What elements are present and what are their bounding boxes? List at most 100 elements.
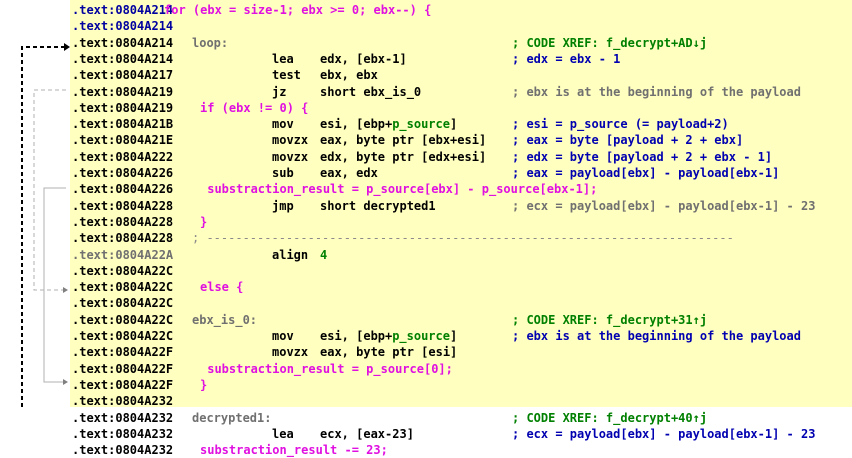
loop-arrow-head — [64, 43, 70, 51]
instruction-mnemonic: movzx — [272, 149, 309, 164]
line-address: .text:0804A214 — [72, 19, 174, 34]
instruction-mnemonic: mov — [272, 117, 294, 132]
loop-back-arrow — [21, 46, 66, 407]
listing-line[interactable]: .text:0804A228} — [72, 214, 850, 230]
arrow-gutter — [0, 0, 70, 407]
jz-arrow-head — [63, 287, 68, 293]
listing-line[interactable]: .text:0804A226 substraction_result = p_s… — [72, 181, 850, 197]
listing-line[interactable]: .text:0804A214 lea edx, [ebx-1] ; edx = ebx… — [72, 51, 850, 67]
instruction-operands-end: ] — [449, 117, 458, 132]
line-address: .text:0804A214 — [72, 35, 174, 50]
line-address: .text:0804A228 — [72, 198, 174, 213]
line-address: .text:0804A22F — [72, 361, 174, 376]
line-address: .text:0804A21E — [72, 133, 174, 148]
instruction-operands: eax, edx — [320, 166, 378, 180]
line-address: .text:0804A217 — [72, 68, 174, 83]
line-comment: ; eax = payload[ebx] - payload[ebx-1] — [512, 166, 780, 180]
instruction-operands-end: ] — [449, 329, 458, 343]
listing-line[interactable]: .text:0804A22C else { — [72, 279, 850, 295]
instruction-mnemonic: lea — [272, 51, 294, 66]
line-comment: ; edx = ebx - 1 — [512, 51, 621, 66]
operand-symbol: p_source — [392, 117, 450, 132]
listing-line[interactable]: .text:0804A219 if (ebx != 0) { — [72, 100, 850, 116]
instruction-mnemonic: sub — [272, 166, 294, 180]
pseudocode-annotation: substraction_result -= 23; — [200, 443, 388, 458]
instruction-mnemonic: movzx — [272, 133, 309, 148]
line-address: .text:0804A228 — [72, 231, 174, 246]
line-address: .text:0804A21B — [72, 117, 174, 132]
pseudocode-annotation: for (ebx = size-1; ebx >= 0; ebx--) { — [164, 3, 432, 17]
instruction-operands: eax, byte ptr [esi] — [320, 345, 458, 360]
instruction-mnemonic: test — [272, 68, 301, 83]
instruction-operands: short ebx_is_0 — [320, 84, 422, 99]
line-address: .text:0804A22C — [72, 280, 174, 295]
instruction-operands: eax, byte ptr [ebx+esi] — [320, 133, 487, 148]
instruction-operands: edx, [ebx-1] — [320, 51, 407, 66]
listing-line[interactable]: .text:0804A22C — [72, 263, 850, 279]
listing-line[interactable]: .text:0804A222 movzx edx, byte ptr [edx+es… — [72, 149, 850, 165]
listing-line[interactable]: .text:0804A219 jz short ebx_is_0 ; ebx is a… — [72, 84, 850, 100]
line-comment: ; eax = byte [payload + 2 + ebx] — [512, 133, 744, 148]
operand-symbol: p_source — [392, 329, 450, 343]
pseudocode-annotation: else { — [200, 280, 244, 295]
line-address: .text:0804A226 — [72, 182, 174, 197]
line-comment: ; CODE XREF: f_decrypt+31↑j — [512, 312, 708, 327]
line-address: .text:0804A214 — [72, 51, 174, 66]
line-address: .text:0804A228 — [72, 214, 174, 229]
listing-line[interactable]: .text:0804A22F substraction_result = p_s… — [72, 361, 850, 377]
listing-line[interactable]: .text:0804A21E movzx eax, byte ptr [ebx+es… — [72, 132, 850, 148]
instruction-operands: short decrypted1 — [320, 198, 436, 213]
line-address: .text:0804A219 — [72, 84, 174, 99]
flow-arrows — [21, 43, 70, 407]
pseudocode-annotation: substraction_result = p_source[ebx] - p_… — [200, 182, 598, 197]
line-address: .text:0804A22F — [72, 377, 174, 392]
line-comment: ; ebx is at the beginning of the payload — [512, 329, 801, 343]
instruction-operands: esi, [ebp+ — [320, 329, 393, 343]
listing-line[interactable]: .text:0804A214 — [72, 18, 850, 34]
listing-line[interactable]: .text:0804A228 ; ------------------------… — [72, 230, 850, 246]
line-address: .text:0804A222 — [72, 149, 174, 164]
listing-line[interactable]: .text:0804A22F movzx eax, byte ptr [esi] — [72, 344, 850, 360]
listing-line[interactable]: .text:0804A22F} — [72, 377, 850, 393]
line-comment: ; ebx is at the beginning of the payload — [512, 84, 801, 99]
listing-line[interactable]: .text:0804A226 sub eax, edx ; eax = payload… — [72, 165, 850, 181]
line-address: .text:0804A232 — [72, 410, 174, 425]
code-label: decrypted1: — [192, 410, 272, 425]
pseudocode-annotation: if (ebx != 0) { — [200, 100, 309, 115]
instruction-mnemonic: jz — [272, 84, 287, 99]
listing-line[interactable]: .text:0804A232 — [72, 393, 850, 409]
disassembly-listing[interactable] — [70, 0, 852, 407]
line-address: .text:0804A232 — [72, 426, 174, 441]
line-address: .text:0804A226 — [72, 166, 174, 180]
instruction-mnemonic: mov — [272, 329, 294, 343]
jmp-arrow-head — [63, 379, 68, 385]
instruction-mnemonic: movzx — [272, 345, 309, 360]
instruction-operands: 4 — [320, 247, 328, 262]
line-comment: ; edx = byte [payload + 2 + ebx - 1] — [512, 149, 773, 164]
line-address: .text:0804A22F — [72, 345, 174, 360]
line-address: .text:0804A219 — [72, 100, 174, 115]
line-address: .text:0804A22C — [72, 312, 174, 327]
instruction-operands: edx, byte ptr [edx+esi] — [320, 149, 487, 164]
listing-line[interactable]: .text:0804A232 decrypted1: ; CODE XREF: f_… — [72, 410, 850, 426]
section-separator: ; --------------------------------------… — [192, 231, 734, 246]
listing-line[interactable]: .text:0804A22C — [72, 295, 850, 311]
code-label: loop: — [192, 35, 229, 50]
jz-arrow — [33, 89, 66, 291]
line-address: .text:0804A22C — [72, 296, 174, 311]
instruction-mnemonic: lea — [272, 426, 294, 441]
instruction-operands: ecx, [eax-23] — [320, 426, 414, 441]
pseudocode-annotation: } — [200, 214, 208, 229]
line-comment: ; esi = p_source (= payload+2) — [512, 117, 729, 132]
line-comment: ; CODE XREF: f_decrypt+40↑j — [512, 410, 708, 425]
